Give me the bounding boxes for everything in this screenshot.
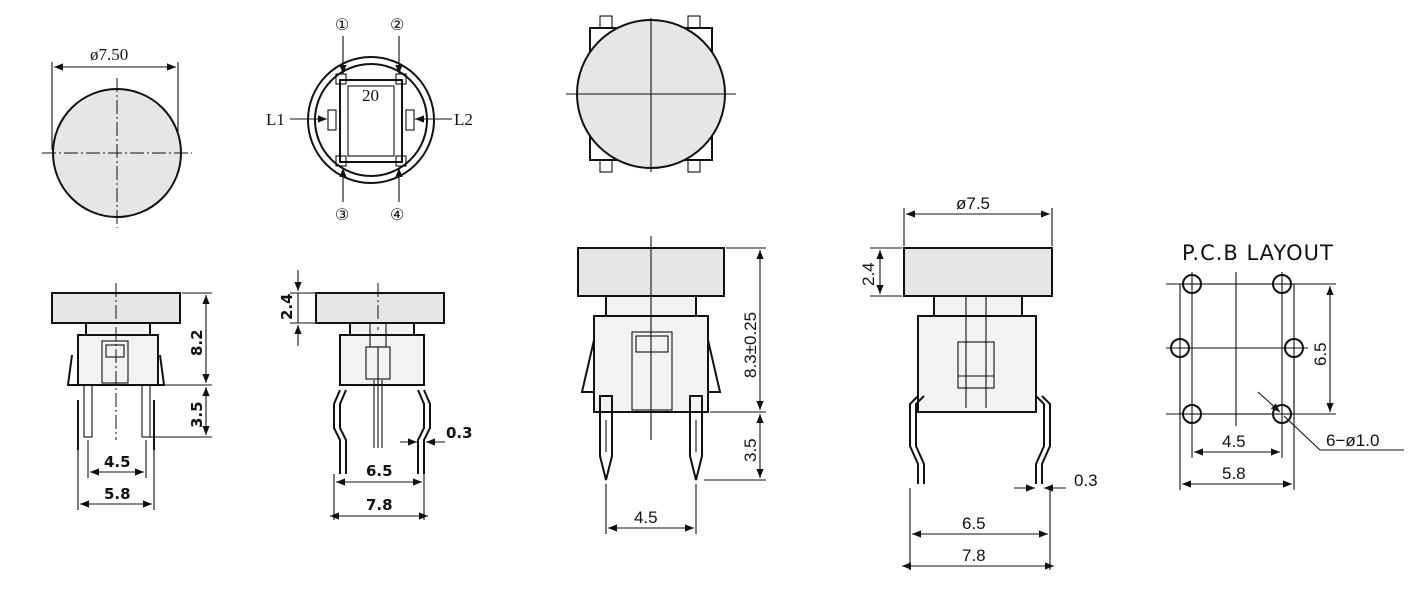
- pin-spacing-label-center: 4.5: [634, 508, 658, 527]
- cap-height-label-right: 2.4: [859, 262, 878, 286]
- top-view-center: [566, 15, 736, 173]
- cap-height-label: 2.4: [278, 293, 296, 320]
- height-label: 8.2: [188, 329, 206, 356]
- front-view-left: 8.2 3.5 4.5 5.8: [51, 283, 212, 510]
- pin-spacing-label: 4.5: [104, 453, 131, 471]
- pin-thickness-label-right: 0.3: [1074, 471, 1098, 490]
- pcb-height-label: 6.5: [1311, 342, 1330, 366]
- height-label-center: 8.3±0.25: [741, 312, 760, 378]
- outer-span-label-right: 7.8: [962, 546, 986, 565]
- cap-diameter-label: ø7.50: [90, 45, 128, 64]
- pcb-inner-spacing-label: 4.5: [1222, 432, 1246, 451]
- top-view-left: ø7.50: [42, 45, 192, 228]
- pcb-layout: P.C.B LAYOUT 6.5 6−ø1.0 4.5 5.8: [1166, 241, 1404, 490]
- inner-span-label: 6.5: [366, 462, 393, 480]
- inner-span-label-right: 6.5: [962, 514, 986, 533]
- pcb-title: P.C.B LAYOUT: [1182, 241, 1334, 265]
- led-l2-label: L2: [454, 110, 473, 129]
- pcb-outer-spacing-label: 5.8: [1222, 464, 1246, 483]
- side-view-right: ø7.5 2.4 0.3 6.5 7.8: [859, 194, 1098, 570]
- front-view-center: 8.3±0.25 3.5 4.5: [577, 236, 766, 534]
- pin3-label: ③: [335, 205, 349, 224]
- pin-thickness-label: 0.3: [446, 424, 473, 442]
- pin4-label: ④: [390, 205, 404, 224]
- pcb-holes-label: 6−ø1.0: [1326, 431, 1379, 450]
- pin-layout-view: 20 ① ② ③ ④ L1 L2: [266, 15, 473, 224]
- led-l1-label: L1: [266, 110, 285, 129]
- cap-diameter-label-right: ø7.5: [956, 194, 990, 213]
- pin2-label: ②: [390, 15, 404, 34]
- center-label: 20: [362, 86, 379, 105]
- outer-span-label: 7.8: [366, 496, 393, 514]
- pin1-label: ①: [335, 15, 349, 34]
- side-view-left: 2.4 0.3 6.5 7.8: [278, 270, 473, 520]
- pin-length-label-center: 3.5: [741, 438, 760, 462]
- width-label: 5.8: [104, 485, 131, 503]
- pin-length-label: 3.5: [188, 401, 206, 428]
